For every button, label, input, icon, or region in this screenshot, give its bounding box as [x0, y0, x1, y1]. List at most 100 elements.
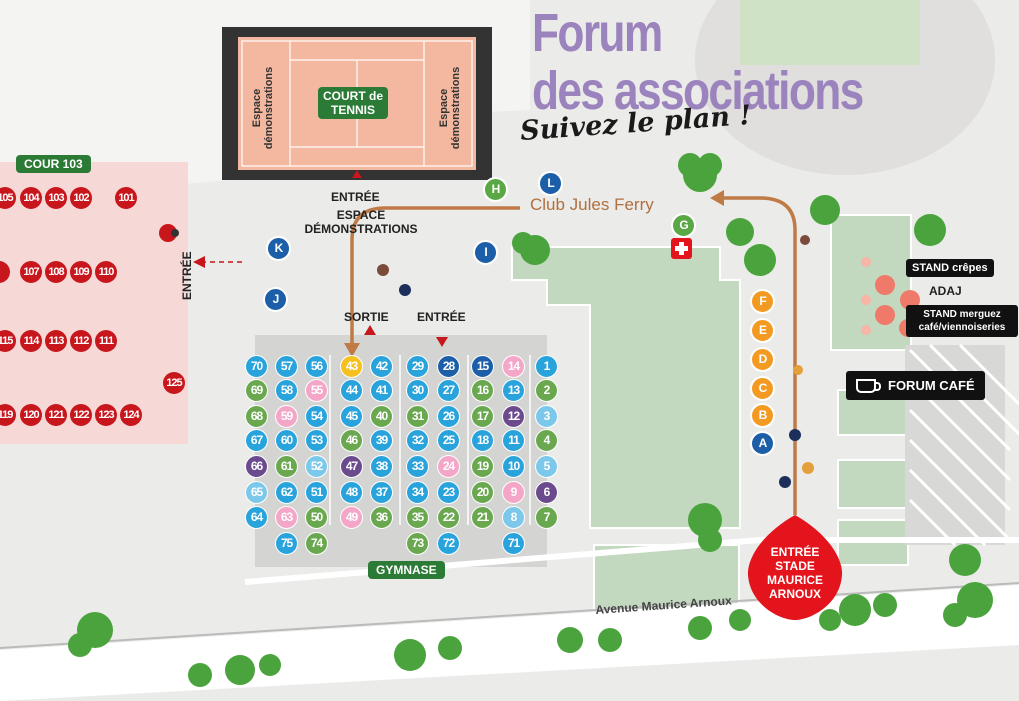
cour-stand-102: 102	[70, 187, 92, 209]
gym-stand-64: 64	[245, 506, 268, 529]
stand-marker-e: E	[750, 318, 775, 343]
gym-stand-44: 44	[340, 379, 363, 402]
gym-stand-3: 3	[535, 405, 558, 428]
gym-stand-69: 69	[245, 379, 268, 402]
cour-stand-101: 101	[115, 187, 137, 209]
gym-stand-32: 32	[406, 429, 429, 452]
stand-marker-j: J	[263, 287, 288, 312]
gym-stand-70: 70	[245, 355, 268, 378]
building-5	[837, 459, 909, 509]
stand-marker-h: H	[483, 177, 508, 202]
club-label: Club Jules Ferry	[527, 195, 657, 215]
gym-stand-37: 37	[370, 481, 393, 504]
gym-stand-60: 60	[275, 429, 298, 452]
gym-stand-49: 49	[340, 506, 363, 529]
gym-stand-65: 65	[245, 481, 268, 504]
gym-stand-25: 25	[437, 429, 460, 452]
sortie-label: SORTIE	[344, 310, 389, 324]
gym-stand-66: 66	[245, 455, 268, 478]
forum-cafe-label: FORUM CAFÉ	[846, 371, 985, 400]
building-1	[511, 246, 741, 529]
gym-stand-51: 51	[305, 481, 328, 504]
cour-103-area	[0, 162, 188, 444]
gym-stand-11: 11	[502, 429, 525, 452]
cour-edge-marker	[0, 261, 10, 283]
building-3	[830, 214, 912, 351]
gym-stand-41: 41	[370, 379, 393, 402]
gym-stand-62: 62	[275, 481, 298, 504]
entree-stade-label: ENTRÉE STADE MAURICE ARNOUX	[767, 545, 823, 601]
gym-stand-72: 72	[437, 532, 460, 555]
cour-stand-125: 125	[163, 372, 185, 394]
gym-stand-20: 20	[471, 481, 494, 504]
cour-stand-114: 114	[20, 330, 42, 352]
gym-stand-23: 23	[437, 481, 460, 504]
gym-stand-50: 50	[305, 506, 328, 529]
stand-marker-a: A	[750, 431, 775, 456]
gym-stand-57: 57	[275, 355, 298, 378]
building-2	[593, 544, 740, 611]
cour-stand-104: 104	[20, 187, 42, 209]
gym-stand-74: 74	[305, 532, 328, 555]
gym-stand-54: 54	[305, 405, 328, 428]
stand-merguez-label: STAND merguez café/viennoiseries	[906, 305, 1018, 337]
tennis-entry-arrow	[352, 170, 362, 178]
gymnase-label: GYMNASE	[368, 561, 445, 579]
gym-stand-67: 67	[245, 429, 268, 452]
cour-103-label: COUR 103	[16, 155, 91, 173]
gym-stand-6: 6	[535, 481, 558, 504]
gym-stand-58: 58	[275, 379, 298, 402]
gym-stand-17: 17	[471, 405, 494, 428]
gym-stand-16: 16	[471, 379, 494, 402]
cour-stand-110: 110	[95, 261, 117, 283]
stand-marker-g: G	[671, 213, 696, 238]
gym-stand-33: 33	[406, 455, 429, 478]
gym-stand-8: 8	[502, 506, 525, 529]
gym-stand-75: 75	[275, 532, 298, 555]
gym-stand-61: 61	[275, 455, 298, 478]
cour-stand-120: 120	[20, 404, 42, 426]
gym-stand-26: 26	[437, 405, 460, 428]
gym-stand-39: 39	[370, 429, 393, 452]
gym-stand-21: 21	[471, 506, 494, 529]
title-line2: des associations	[532, 61, 864, 121]
cour-stand-109: 109	[70, 261, 92, 283]
cour-stand-121: 121	[45, 404, 67, 426]
coffee-icon	[856, 378, 881, 393]
gym-stand-56: 56	[305, 355, 328, 378]
cour-stand-123: 123	[95, 404, 117, 426]
cour-stand-122: 122	[70, 404, 92, 426]
stand-crepes-label: STAND crêpes	[906, 259, 994, 277]
gym-stand-28: 28	[437, 355, 460, 378]
gym-stand-38: 38	[370, 455, 393, 478]
gym-stand-12: 12	[502, 405, 525, 428]
stand-marker-l: L	[538, 171, 563, 196]
tennis-court-label: COURT de TENNIS	[318, 87, 388, 119]
gym-stand-43: 43	[340, 355, 363, 378]
gym-stand-55: 55	[305, 379, 328, 402]
entree-left-label: ENTRÉE	[180, 251, 194, 300]
gym-stand-7: 7	[535, 506, 558, 529]
entree-gym-label: ENTRÉE	[417, 310, 466, 324]
gym-stand-9: 9	[502, 481, 525, 504]
sortie-arrow	[364, 325, 376, 335]
cour-stand-107: 107	[20, 261, 42, 283]
gym-stand-63: 63	[275, 506, 298, 529]
cour-stand-113: 113	[45, 330, 67, 352]
gym-stand-30: 30	[406, 379, 429, 402]
gym-stand-29: 29	[406, 355, 429, 378]
gym-stand-53: 53	[305, 429, 328, 452]
gym-stand-42: 42	[370, 355, 393, 378]
entree-stade-pin	[747, 515, 843, 620]
gym-stand-19: 19	[471, 455, 494, 478]
gym-stand-5: 5	[535, 455, 558, 478]
stand-marker-b: B	[750, 403, 775, 428]
gym-stand-40: 40	[370, 405, 393, 428]
cour-stand-119: 119	[0, 404, 16, 426]
route-arrow	[720, 196, 797, 515]
gym-stand-36: 36	[370, 506, 393, 529]
gym-stand-46: 46	[340, 429, 363, 452]
gym-stand-45: 45	[340, 405, 363, 428]
cour-stand-111: 111	[95, 330, 117, 352]
